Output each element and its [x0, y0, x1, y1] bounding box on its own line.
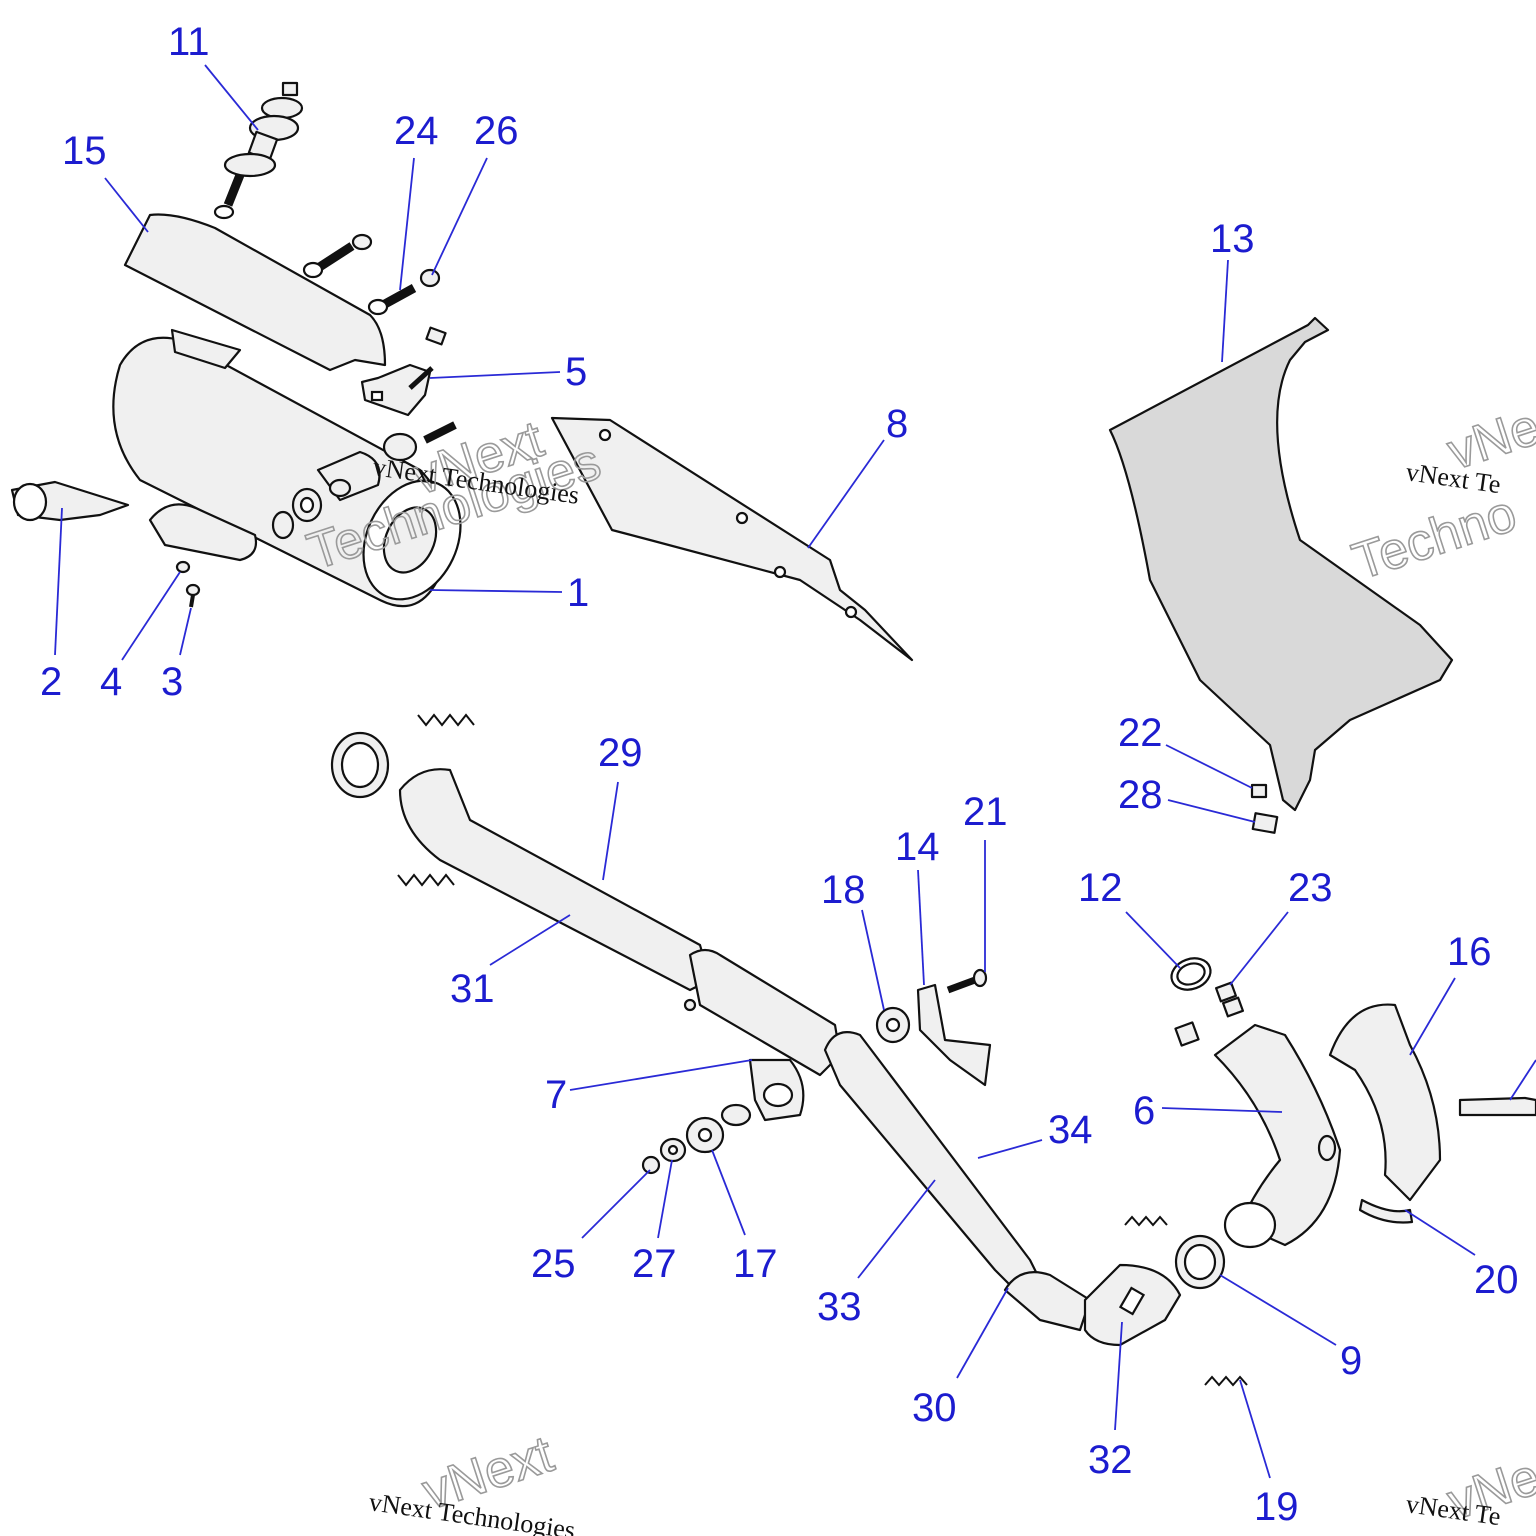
callout-29: 29 — [598, 731, 643, 775]
part-mid-pipe — [823, 1031, 1092, 1332]
callout-1: 1 — [567, 571, 589, 615]
part-springs — [397, 713, 1248, 1387]
callout-32: 32 — [1088, 1438, 1133, 1482]
part-clamp — [1358, 1198, 1414, 1224]
part-small-hardware — [175, 560, 201, 608]
callout-27: 27 — [632, 1242, 677, 1286]
callout-4: 4 — [100, 660, 122, 704]
part-tail-cap — [10, 480, 130, 522]
callout-21: 21 — [963, 790, 1008, 834]
part-side-shield — [550, 416, 914, 662]
part-header-pipe — [1213, 1023, 1342, 1249]
callout-18: 18 — [821, 868, 866, 912]
callout-22: 22 — [1118, 711, 1163, 755]
callout-33: 33 — [817, 1285, 862, 1329]
callout-5: 5 — [565, 350, 587, 394]
callout-31: 31 — [450, 967, 495, 1011]
callout-13: 13 — [1210, 217, 1255, 261]
part-heat-shield-top — [123, 213, 387, 372]
callout-16: 16 — [1447, 930, 1492, 974]
callout-12: 12 — [1078, 866, 1123, 910]
part-o2-sensor — [1458, 1096, 1536, 1117]
callout-8: 8 — [886, 402, 908, 446]
callout-30: 30 — [912, 1386, 957, 1430]
callout-25: 25 — [531, 1242, 576, 1286]
part-washers — [641, 1103, 752, 1175]
callout-2: 2 — [40, 660, 62, 704]
part-mount-bracket — [360, 363, 434, 417]
callout-labels: 11 15 24 26 5 8 1 2 4 3 13 22 28 29 31 7… — [40, 20, 1519, 1529]
callout-28: 28 — [1118, 773, 1163, 817]
callout-7: 7 — [545, 1073, 567, 1117]
part-header-shield — [1328, 1003, 1442, 1202]
callout-3: 3 — [161, 660, 183, 704]
callout-11: 11 — [168, 20, 210, 64]
part-grommet-stack — [213, 81, 304, 220]
part-elbow — [1083, 1263, 1182, 1347]
part-pipe-bracket — [748, 1058, 805, 1122]
callout-9: 9 — [1340, 1339, 1362, 1383]
part-muffler — [112, 328, 462, 608]
callout-6: 6 — [1133, 1089, 1155, 1133]
part-oring-bolts — [1170, 957, 1245, 1047]
callout-24: 24 — [394, 109, 439, 153]
callout-34: 34 — [1048, 1108, 1093, 1152]
part-hanger-bracket — [875, 968, 992, 1087]
callout-23: 23 — [1288, 866, 1333, 910]
part-bolts-upper — [302, 233, 447, 346]
callout-26: 26 — [474, 109, 519, 153]
callout-14: 14 — [895, 825, 940, 869]
callout-20: 20 — [1474, 1258, 1519, 1302]
leader-lines — [54, 64, 1536, 1479]
watermark-partial-bottom: Techno — [1346, 484, 1523, 591]
part-skid-shield — [1108, 316, 1454, 812]
callout-19: 19 — [1254, 1485, 1299, 1529]
part-clip-fasteners — [1250, 783, 1279, 834]
part-front-pipe — [330, 731, 842, 1077]
part-gasket-ring — [1174, 1234, 1226, 1290]
callout-15: 15 — [62, 129, 107, 173]
callout-17: 17 — [733, 1242, 778, 1286]
